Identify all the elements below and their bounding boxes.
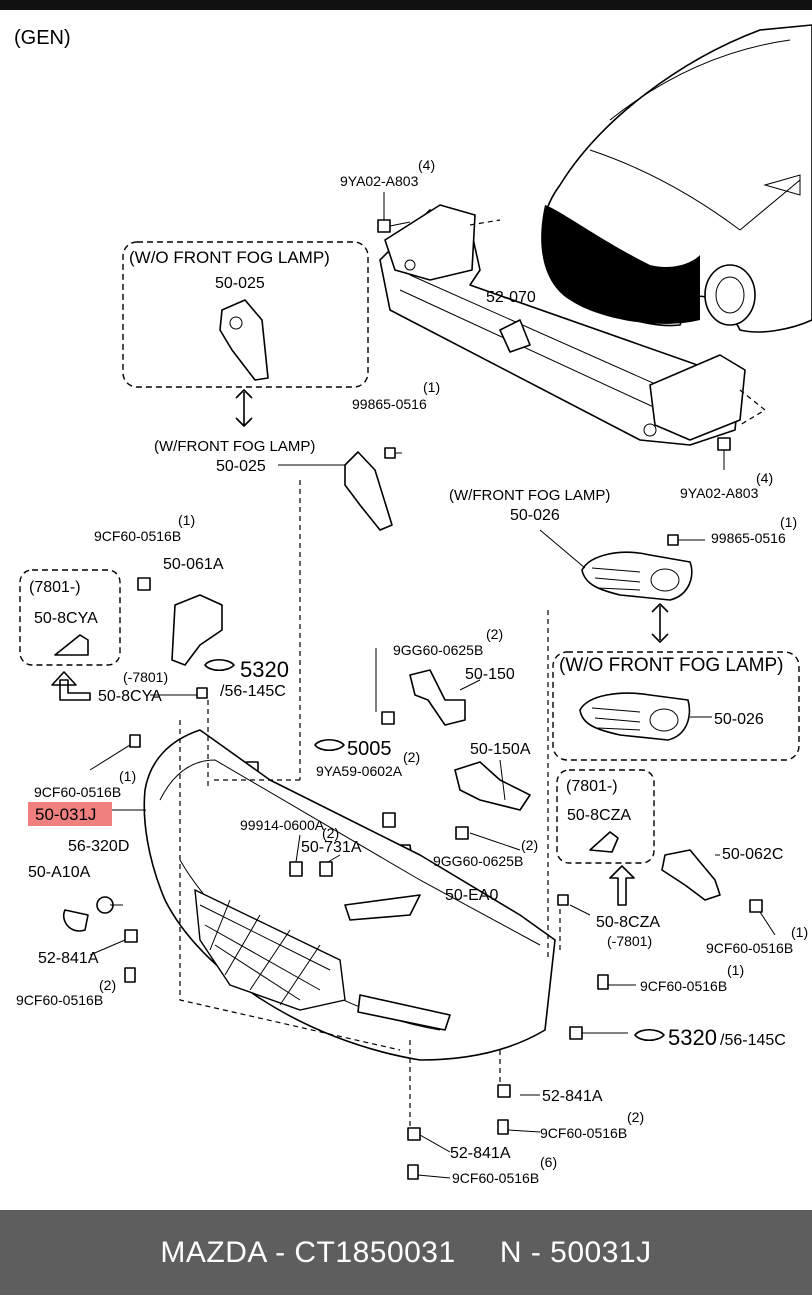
part-label-50-A10A: 50-A10A — [28, 864, 91, 881]
qty-label: (1) — [178, 512, 195, 528]
part-label-9CF60-0516B: 9CF60-0516B — [640, 978, 727, 994]
bolt-9YA02-bottom — [717, 437, 731, 470]
label-w-front-fog-lamp: (W/FRONT FOG LAMP) — [154, 438, 315, 455]
label-group: (GEN) (4) 9YA02-A803 52-070 (W/O FRONT F… — [14, 27, 808, 1186]
bolt-9YA02-top — [377, 192, 411, 233]
parts-diagram: (GEN) (4) 9YA02-A803 52-070 (W/O FRONT F… — [0, 0, 812, 1186]
front-bumper-cover — [143, 729, 556, 1061]
part-label-9GG60-0625B: 9GG60-0625B — [433, 853, 523, 869]
part-label-52-841A: 52-841A — [542, 1088, 603, 1105]
part-label-9CF60-0516B: 9CF60-0516B — [34, 784, 121, 800]
label-7801-plus: (7801-) — [566, 778, 618, 795]
part-label-9CF60-0516B: 9CF60-0516B — [452, 1170, 539, 1186]
part-label-50-8CYA: 50-8CYA — [98, 688, 162, 705]
diagram-title: (GEN) — [14, 27, 71, 49]
top-border — [0, 0, 812, 10]
part-label-50-062C: 50-062C — [722, 846, 783, 863]
part-label-50-150A: 50-150A — [470, 741, 531, 758]
bracket-50-061A — [171, 594, 223, 666]
qty-label: (6) — [540, 1154, 557, 1170]
qty-label: (2) — [403, 749, 420, 765]
part-label-9CF60-0516B: 9CF60-0516B — [540, 1125, 627, 1141]
label-w-front-fog-lamp: (W/FRONT FOG LAMP) — [449, 487, 610, 504]
part-label-50-8CZA: 50-8CZA — [596, 914, 660, 931]
label-wo-front-fog-lamp: (W/O FRONT FOG LAMP) — [129, 248, 330, 267]
qty-label: (2) — [486, 626, 503, 642]
box-7801-right — [556, 769, 655, 864]
part-label-52-841A: 52-841A — [38, 950, 99, 967]
diagram-svg: (GEN) (4) 9YA02-A803 52-070 (W/O FRONT F… — [14, 24, 812, 1186]
part-label-50-025: 50-025 — [216, 458, 266, 475]
part-label-50-031J: 50-031J — [35, 805, 96, 824]
note-icon-5320-a — [204, 658, 235, 672]
bracket-50-025-a — [219, 299, 269, 381]
part-label-9GG60-0625B: 9GG60-0625B — [393, 642, 483, 658]
part-label-50-025: 50-025 — [215, 275, 265, 292]
bracket-50-025-b — [344, 451, 393, 531]
footer-bar: MAZDA - CT1850031 N - 50031J — [0, 1210, 812, 1295]
part-label-52-070: 52-070 — [486, 289, 536, 306]
qty-label: (1) — [780, 514, 797, 530]
note-label-56-145C: /56-145C — [720, 1032, 786, 1049]
note-label-5005: 5005 — [347, 738, 392, 760]
qty-label: (2) — [322, 825, 339, 841]
car-illustration — [541, 24, 812, 333]
note-icon-5005 — [314, 738, 345, 752]
part-label-50-150: 50-150 — [465, 666, 515, 683]
part-label-50-061A: 50-061A — [163, 556, 224, 573]
arrow-up-right — [609, 865, 635, 906]
exchange-arrow-2 — [651, 603, 669, 643]
part-label-9YA59-0602A: 9YA59-0602A — [316, 763, 403, 779]
qty-label: (4) — [756, 470, 773, 486]
note-label-5320: 5320 — [668, 1025, 717, 1050]
part-label-9YA02-A803: 9YA02-A803 — [680, 485, 759, 501]
wo-fog-lamp-box-right — [552, 651, 800, 761]
note-label-56-145C: /56-145C — [220, 683, 286, 700]
part-label-9CF60-0516B: 9CF60-0516B — [16, 992, 103, 1008]
bumper-reinforcement — [379, 204, 746, 446]
footer-part-number: MAZDA - CT1850031 N - 50031J — [160, 1235, 652, 1269]
part-label-99914-0600A: 99914-0600A — [240, 817, 325, 833]
note-label-5320: 5320 — [240, 657, 289, 682]
label-7801-plus: (7801-) — [29, 579, 81, 596]
highlight-box — [28, 802, 112, 826]
exchange-arrow-1 — [235, 389, 253, 427]
qty-label: (2) — [99, 977, 116, 993]
qty-label: (2) — [521, 837, 538, 853]
part-label-52-841A: 52-841A — [450, 1145, 511, 1162]
part-label-50-EA0: 50-EA0 — [445, 887, 498, 904]
part-label-50-026: 50-026 — [714, 711, 764, 728]
part-label-99865-0516: 99865-0516 — [352, 396, 427, 412]
wo-fog-lamp-box-left — [122, 241, 369, 388]
part-label-56-320D: 56-320D — [68, 838, 129, 855]
box-7801-left — [19, 569, 121, 666]
part-label-50-8CYA: 50-8CYA — [34, 610, 98, 627]
part-label-50-731A: 50-731A — [301, 839, 362, 856]
qty-label: (1) — [423, 379, 440, 395]
qty-label: (4) — [418, 157, 435, 173]
label-7801-minus: (-7801) — [607, 933, 652, 949]
part-label-50-8CZA: 50-8CZA — [567, 807, 631, 824]
qty-label: (1) — [727, 962, 744, 978]
part-label-50-026: 50-026 — [510, 507, 560, 524]
qty-label: (1) — [119, 768, 136, 784]
label-wo-front-fog-lamp: (W/O FRONT FOG LAMP) — [559, 655, 783, 676]
label-7801-minus: (-7801) — [123, 669, 168, 685]
fog-lamp-50-026-b — [579, 692, 712, 741]
part-label-9CF60-0516B: 9CF60-0516B — [706, 940, 793, 956]
part-label-9YA02-A803: 9YA02-A803 — [340, 173, 419, 189]
fog-lamp-50-026-a — [539, 529, 705, 601]
arrow-up-left — [51, 671, 91, 701]
part-label-99865-0516: 99865-0516 — [711, 530, 786, 546]
part-label-9CF60-0516B: 9CF60-0516B — [94, 528, 181, 544]
qty-label: (1) — [791, 924, 808, 940]
qty-label: (2) — [627, 1109, 644, 1125]
note-icon-5320-b — [634, 1028, 665, 1042]
bracket-50-150A — [454, 761, 531, 811]
bracket-50-150 — [409, 669, 466, 726]
bracket-50-062C — [661, 849, 721, 901]
